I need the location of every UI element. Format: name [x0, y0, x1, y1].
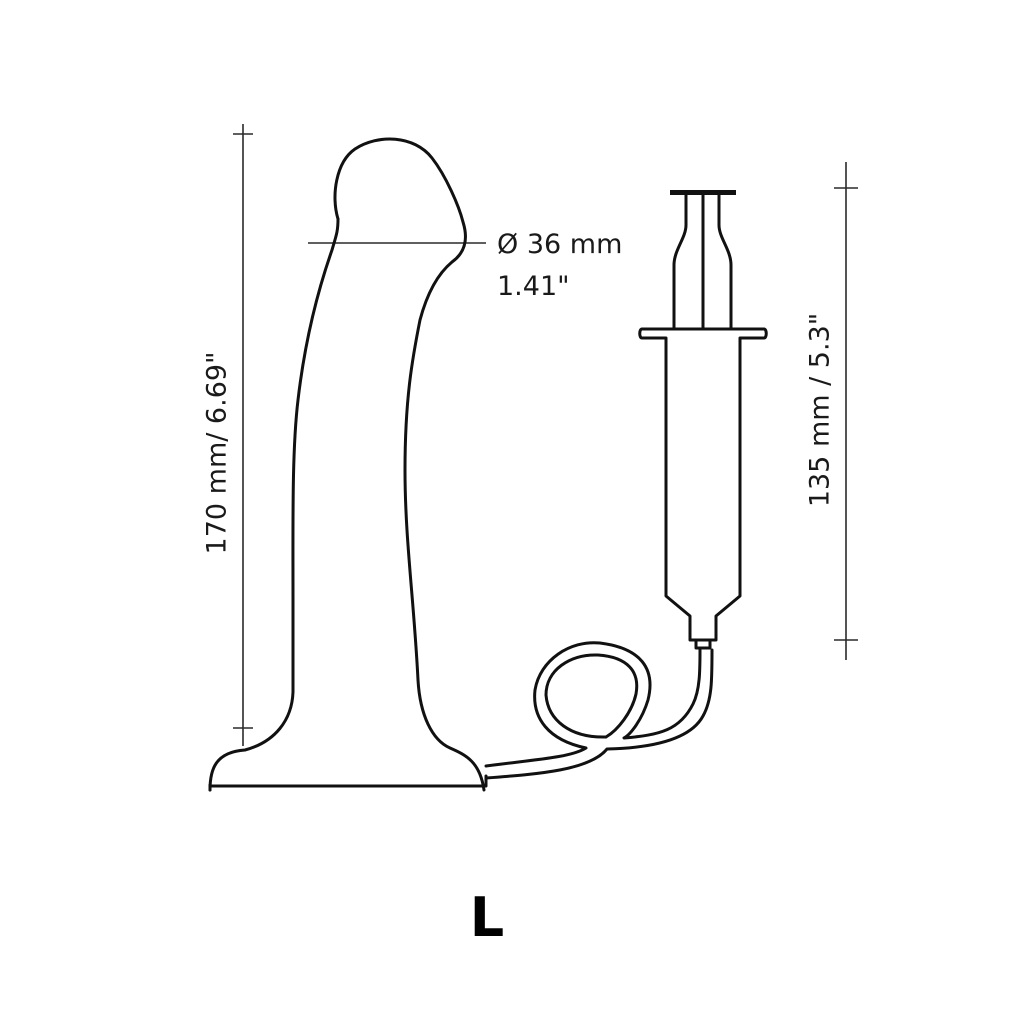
diameter-imperial-label: 1.41" — [497, 271, 570, 302]
suction-base — [208, 774, 488, 792]
syringe-length-label: 135 mm / 5.3" — [804, 312, 836, 508]
body-outline-left — [208, 217, 340, 792]
size-label: L — [469, 886, 505, 949]
total-length-label: 170 mm/ 6.69" — [201, 351, 233, 555]
diameter-metric-label: Ø 36 mm — [497, 229, 623, 260]
syringe-dimension-line — [834, 162, 858, 660]
inflation-tube — [484, 641, 714, 780]
length-dimension-line — [233, 124, 253, 746]
syringe — [638, 190, 768, 650]
body-outline — [333, 137, 486, 792]
